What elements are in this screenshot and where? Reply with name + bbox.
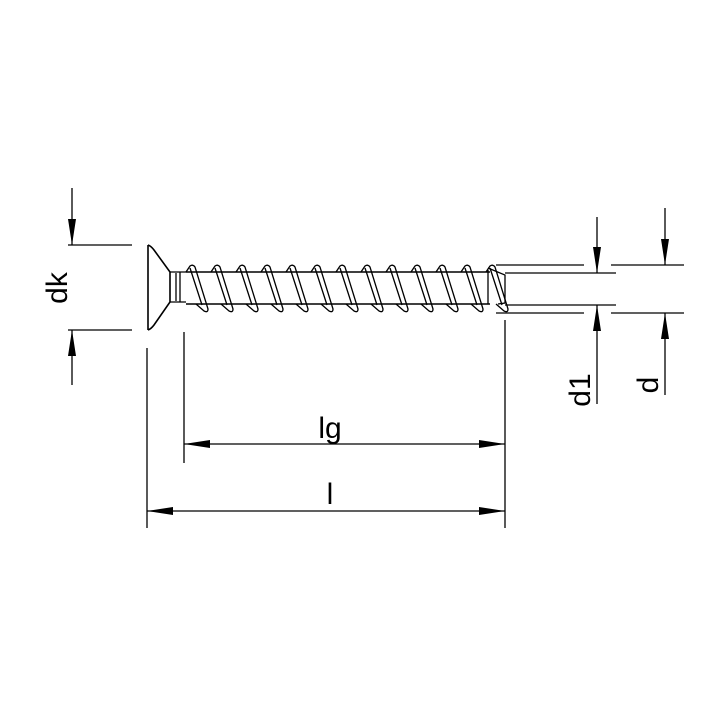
thread-crest xyxy=(285,264,309,313)
thread-crest xyxy=(460,264,484,313)
thread-crest xyxy=(310,264,334,313)
screw-tip xyxy=(487,267,506,305)
screw-head xyxy=(147,244,171,331)
d-label: d xyxy=(632,377,665,394)
thread-crest xyxy=(410,264,434,313)
thread-crest xyxy=(335,264,359,313)
dk-label: dk xyxy=(41,271,74,304)
thread-crest xyxy=(360,264,384,313)
thread-crest xyxy=(435,264,459,313)
lg-dimension: lg xyxy=(183,320,506,528)
thread-crest xyxy=(385,264,409,313)
thread-crest xyxy=(485,264,509,313)
lg-label: lg xyxy=(318,412,341,445)
d1-dimension: d1 xyxy=(505,217,616,407)
d1-label: d1 xyxy=(564,373,597,406)
l-label: l xyxy=(327,478,334,511)
thread-crest xyxy=(235,264,259,313)
thread-crest xyxy=(260,264,284,313)
dk-dimension: dk xyxy=(41,188,132,385)
screw xyxy=(147,244,509,331)
thread-crest xyxy=(210,264,234,313)
screw-threads xyxy=(185,264,509,313)
screw-shank xyxy=(186,271,490,305)
screw-neck xyxy=(170,271,186,303)
thread-crest xyxy=(185,264,209,313)
d-dimension: d xyxy=(496,208,684,395)
l-dimension: l xyxy=(146,348,505,528)
